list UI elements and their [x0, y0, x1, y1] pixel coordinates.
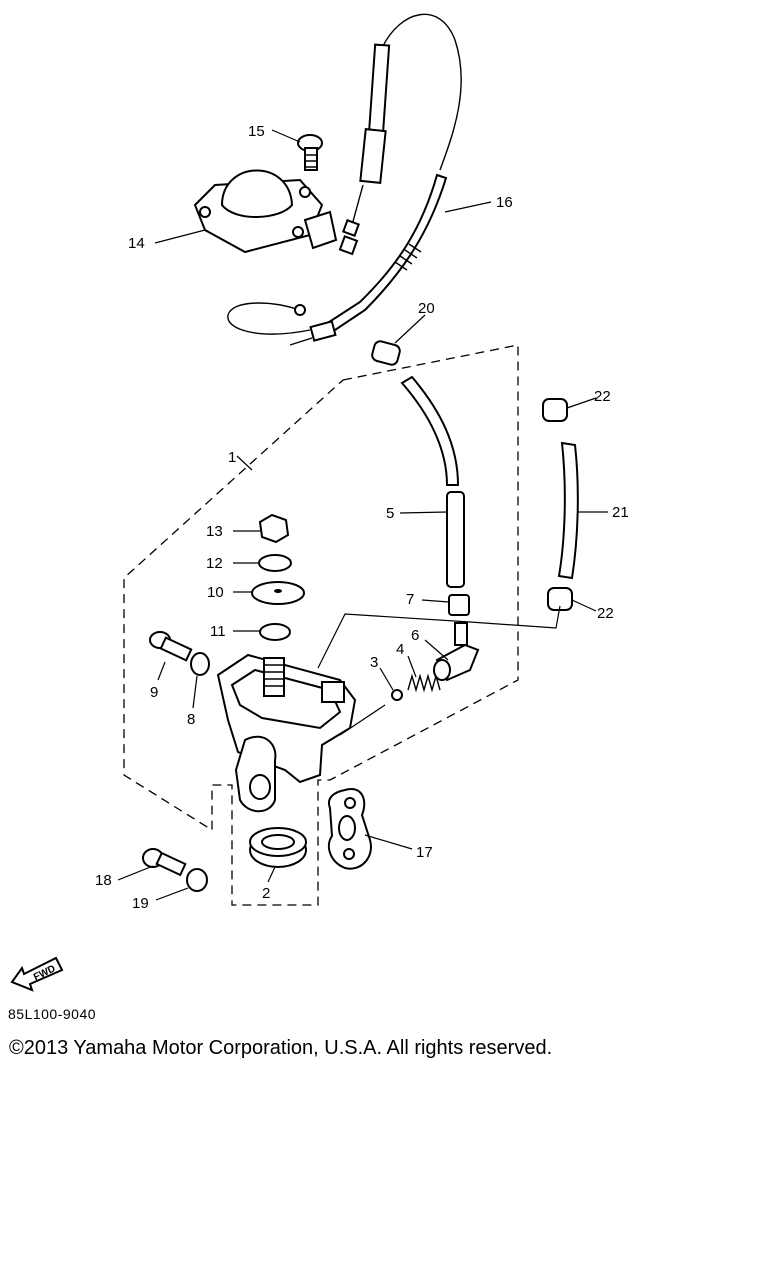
spring-4	[407, 673, 441, 693]
callout-8: 8	[187, 711, 195, 728]
hose-16	[227, 173, 448, 346]
fwd-label: FWD	[32, 963, 57, 983]
hose-5-upper	[400, 375, 460, 486]
callout-2: 2	[262, 885, 270, 902]
assembly-boundary	[123, 344, 519, 906]
hose-5-lower	[446, 491, 465, 588]
callout-11: 11	[210, 623, 226, 640]
callout-22-top: 22	[594, 388, 611, 405]
callout-13: 13	[206, 523, 223, 540]
fwd-arrow-icon: FWD	[10, 956, 64, 992]
leader-lines	[117, 129, 608, 901]
callout-14: 14	[128, 235, 145, 252]
nut-13	[258, 513, 290, 544]
oil-seal-2	[249, 827, 307, 868]
ball-3	[391, 689, 403, 701]
callout-5: 5	[386, 505, 394, 522]
hose-21	[557, 441, 579, 580]
callout-16: 16	[496, 194, 513, 211]
callout-19: 19	[132, 895, 149, 912]
grommet-20	[371, 340, 401, 366]
washer-12	[258, 554, 292, 572]
diagram-part-code: 85L100-9040	[8, 1006, 97, 1022]
grommet-22-top	[542, 398, 568, 422]
copyright-notice: ©2013 Yamaha Motor Corporation, U.S.A. A…	[9, 1037, 553, 1059]
bolt-9	[149, 631, 193, 662]
callout-10: 10	[207, 584, 224, 601]
fitting-6	[433, 622, 480, 682]
clamp-7	[448, 594, 470, 616]
callout-15: 15	[248, 123, 265, 140]
screw-15	[297, 134, 323, 171]
washer-11	[259, 623, 291, 641]
gasket-17	[327, 788, 372, 870]
grommet-22-bottom	[547, 587, 573, 611]
bolt-18	[142, 848, 187, 877]
callout-7: 7	[406, 591, 414, 608]
throttle-cable	[338, 13, 462, 256]
callout-9: 9	[150, 684, 158, 701]
callout-4: 4	[396, 641, 404, 658]
callout-1: 1	[228, 449, 236, 466]
washer-19	[186, 868, 208, 892]
callout-22-bottom: 22	[597, 605, 614, 622]
exploded-parts-diagram: 1 2 3 4 5 6 7 8 9 10 11 12 13 14 15 16 1…	[95, 13, 629, 912]
callout-12: 12	[206, 555, 223, 572]
washer-8	[190, 652, 210, 676]
callout-18: 18	[95, 872, 112, 889]
callout-17: 17	[416, 844, 433, 861]
callout-6: 6	[411, 627, 419, 644]
cover-14	[193, 169, 338, 254]
oil-pump-body	[216, 653, 357, 813]
callout-3: 3	[370, 654, 378, 671]
callout-21: 21	[612, 504, 629, 521]
callout-20: 20	[418, 300, 435, 317]
